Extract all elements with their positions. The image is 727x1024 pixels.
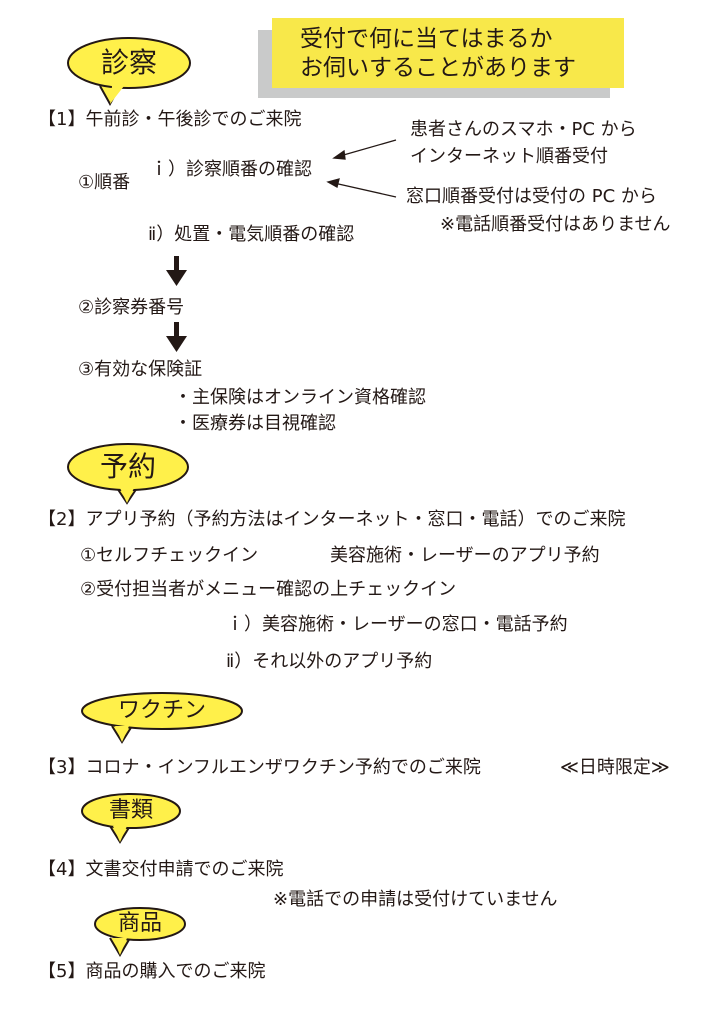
bullet-1: ・主保険はオンライン資格確認 [174, 387, 426, 408]
note-window-1: 窓口順番受付は受付の PC から [406, 186, 657, 207]
note-window-2: ※電話順番受付はありません [440, 214, 671, 235]
tag-shorui: 書類 [108, 798, 153, 823]
order-label: ①順番 [78, 172, 131, 193]
sub-i: ｉ）美容施術・レーザーの窓口・電話予約 [226, 614, 568, 635]
item-2: ②受付担当者がメニュー確認の上チェックイン [80, 579, 457, 600]
date-limited-badge: ≪日時限定≫ [560, 757, 670, 778]
bullet-2: ・医療券は目視確認 [174, 413, 336, 434]
step-3: ③有効な保険証 [78, 359, 203, 380]
section-2-title: 【2】アプリ予約（予約方法はインターネット・窓口・電話）でのご来院 [38, 509, 626, 530]
tag-vaccine: ワクチン [117, 698, 206, 723]
sub-ii: ⅱ）それ以外のアプリ予約 [226, 651, 433, 672]
section-4-note: ※電話での申請は受付けていません [273, 889, 558, 910]
header-line-1: 受付で何に当てはまるか [300, 26, 553, 52]
tag-shinsatsu: 診察 [100, 46, 157, 79]
header-box: 受付で何に当てはまるか お伺いすることがあります [272, 18, 624, 88]
section-1-title: 【1】午前診・午後診でのご来院 [38, 109, 302, 130]
item-1-note: 美容施術・レーザーのアプリ予約 [330, 545, 600, 566]
item-1: ①セルフチェックイン [80, 545, 259, 566]
item-i: ｉ）診察順番の確認 [150, 159, 312, 180]
section-3-title: 【3】コロナ・インフルエンザワクチン予約でのご来院 [38, 757, 481, 778]
note-internet-2: インターネット順番受付 [410, 146, 608, 167]
step-2: ②診察券番号 [78, 297, 185, 318]
note-internet-1: 患者さんのスマホ・PC から [410, 119, 637, 140]
speech-bubble-shinsatsu [99, 85, 121, 107]
arrow-head [332, 149, 346, 160]
item-ii: ⅱ）処置・電気順番の確認 [148, 224, 355, 245]
tag-shohin: 商品 [117, 911, 162, 936]
section-4-title: 【4】文書交付申請でのご来院 [38, 859, 284, 880]
header-line-2: お伺いすることがあります [300, 55, 576, 81]
section-5-title: 【5】商品の購入でのご来院 [38, 961, 266, 982]
tag-yoyaku: 予約 [99, 450, 156, 483]
